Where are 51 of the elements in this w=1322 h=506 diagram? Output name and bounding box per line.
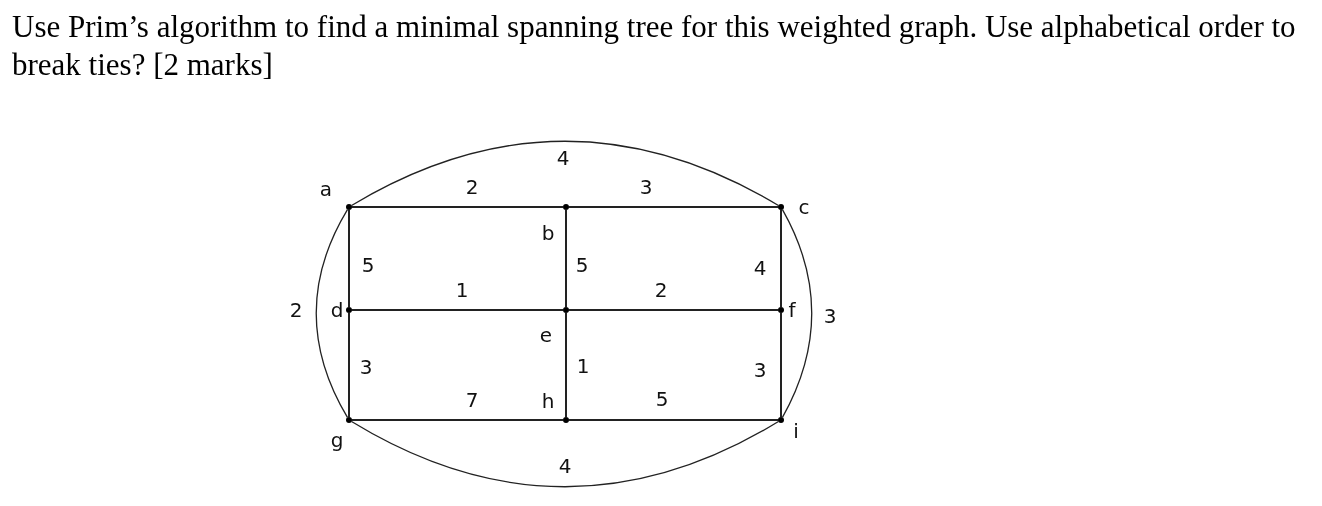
- edge-weight: 5: [655, 388, 669, 410]
- vertex-dot: [346, 417, 352, 423]
- vertex-dot: [563, 417, 569, 423]
- edge-line: [780, 209, 782, 308]
- edge-weight: 4: [753, 257, 767, 279]
- vertex-label: c: [798, 196, 810, 218]
- vertex-label: f: [788, 299, 796, 321]
- edge-weight: 2: [465, 176, 479, 198]
- vertex-dot: [778, 417, 784, 423]
- edge-weight: 3: [753, 359, 767, 381]
- edge-weight: 4: [558, 455, 572, 477]
- edge-weight: 3: [823, 305, 837, 327]
- vertex-dot: [778, 307, 784, 313]
- edge-line: [351, 309, 564, 311]
- edge-weight: 1: [576, 355, 590, 377]
- edge-weight: 2: [289, 299, 303, 321]
- edge-line: [568, 419, 779, 421]
- edge-weight: 5: [575, 254, 589, 276]
- edge-weight: 7: [465, 389, 479, 411]
- vertex-label: i: [793, 420, 799, 442]
- vertex-dot: [563, 307, 569, 313]
- vertex-label: e: [539, 324, 553, 346]
- edge-line: [568, 206, 779, 208]
- edge-weight: 2: [654, 279, 668, 301]
- vertex-dot: [346, 307, 352, 313]
- edge-weight: 1: [455, 279, 469, 301]
- curved-edge: [350, 140, 780, 207]
- vertex-label: g: [330, 429, 344, 451]
- edge-weight: 3: [359, 356, 373, 378]
- vertex-dot: [346, 204, 352, 210]
- vertex-dot: [563, 204, 569, 210]
- edge-line: [568, 309, 779, 311]
- edge-line: [565, 209, 567, 308]
- curved-edge: [350, 420, 780, 488]
- edge-weight: 4: [556, 147, 570, 169]
- vertex-label: b: [541, 222, 555, 244]
- edge-weight: 5: [361, 254, 375, 276]
- edge-line: [780, 312, 782, 418]
- vertex-label: d: [330, 299, 344, 321]
- edge-line: [348, 312, 350, 418]
- edge-line: [351, 419, 564, 421]
- vertex-dot: [778, 204, 784, 210]
- vertex-label: h: [541, 390, 555, 412]
- question-text: Use Prim’s algorithm to find a minimal spanning tree for this weighted graph. Use alphabetical order to break ties? [2 marks]: [12, 8, 1297, 84]
- vertex-label: a: [319, 178, 333, 200]
- edge-line: [348, 209, 350, 308]
- curved-edge: [781, 208, 813, 419]
- curved-edge: [315, 208, 349, 419]
- edge-weight: 3: [639, 176, 653, 198]
- edge-line: [351, 206, 564, 208]
- edge-line: [565, 312, 567, 418]
